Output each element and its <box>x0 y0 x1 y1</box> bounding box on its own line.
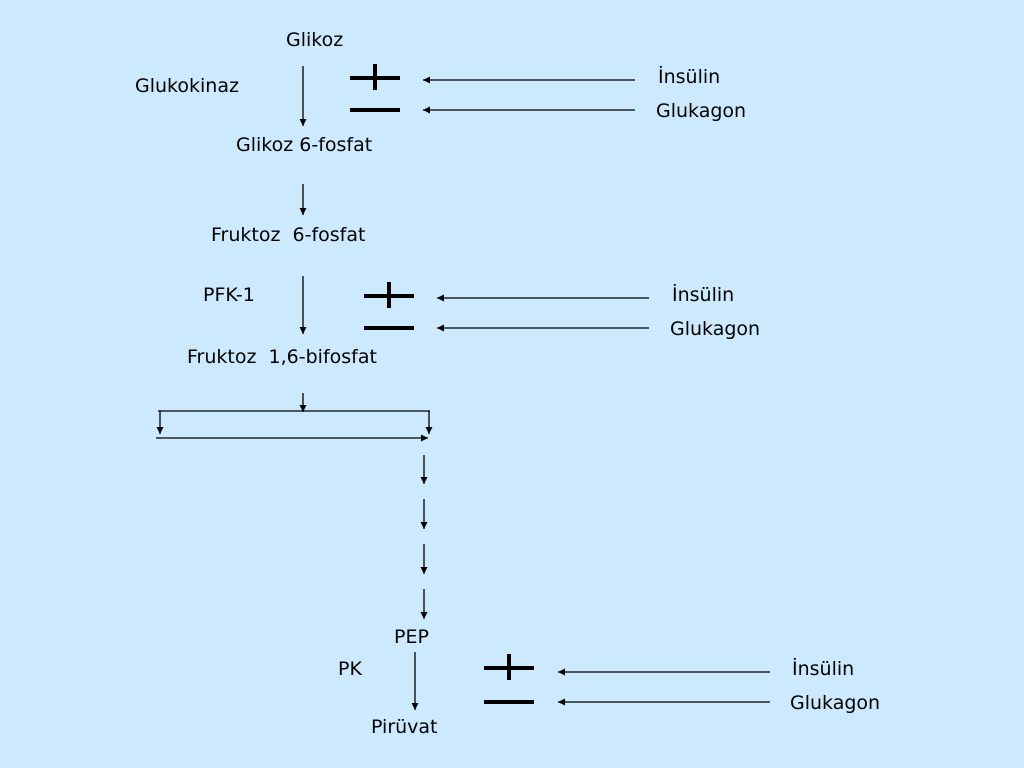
minus-sign-2 <box>364 326 414 330</box>
glukagon-label-2: Glukagon <box>670 318 761 340</box>
insulin-label-2: İnsülin <box>672 284 735 306</box>
pep-label: PEP <box>394 626 429 648</box>
glukagon-label-3: Glukagon <box>790 692 881 714</box>
insulin-label-1: İnsülin <box>658 66 721 88</box>
glukokinaz-label: Glukokinaz <box>135 75 239 97</box>
minus-sign-3 <box>484 700 534 704</box>
glukagon-label-1: Glukagon <box>656 100 747 122</box>
minus-sign-1 <box>350 108 400 112</box>
glikoz-6-fosfat-label: Glikoz 6-fosfat <box>236 134 373 156</box>
fruktoz-6-fosfat-label: Fruktoz 6-fosfat <box>211 224 366 246</box>
fruktoz-16-bifosfat-label: Fruktoz 1,6-bifosfat <box>187 346 377 368</box>
pfk1-label: PFK-1 <box>203 284 255 306</box>
glikoz-label: Glikoz <box>286 29 344 51</box>
pk-label: PK <box>338 658 362 680</box>
insulin-label-3: İnsülin <box>792 658 855 680</box>
piruvat-label: Pirüvat <box>371 716 438 738</box>
